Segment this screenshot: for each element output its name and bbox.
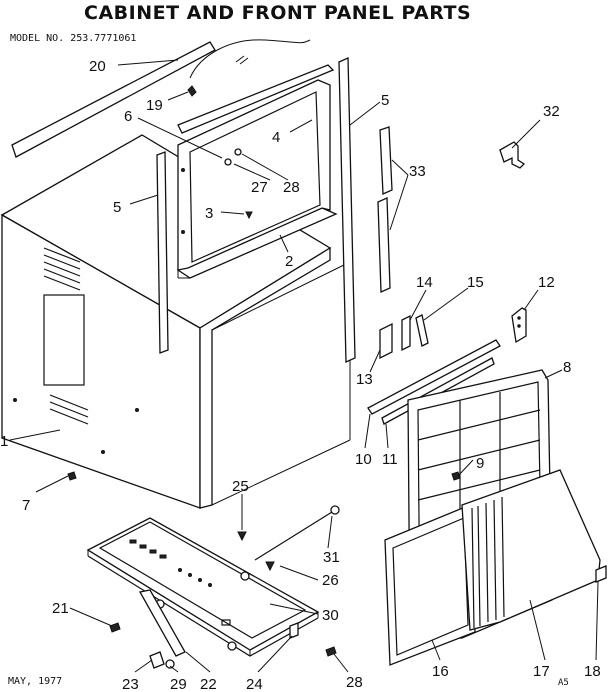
clip-14 [401, 314, 411, 352]
callout-32: 32 [543, 103, 560, 120]
front-cover-17 [461, 469, 607, 631]
callout-2: 2 [285, 253, 293, 270]
screw-7 [67, 471, 77, 481]
clip-24 [289, 622, 299, 639]
window-frame [177, 79, 331, 271]
callout-31: 31 [323, 549, 340, 566]
side-strip-right [338, 57, 356, 363]
screw-26 [265, 561, 275, 572]
callout-8: 8 [563, 359, 571, 376]
bracket-32 [499, 141, 526, 169]
callout-7: 7 [22, 497, 30, 514]
callout-1: 1 [0, 433, 8, 450]
callout-5-right: 5 [381, 92, 389, 109]
model-number: MODEL NO. 253.7771061 [10, 33, 137, 44]
callout-20: 20 [89, 58, 106, 75]
rod-31 [254, 511, 333, 561]
callout-27: 27 [251, 179, 268, 196]
leader-lines [9, 59, 599, 673]
callout-30: 30 [322, 607, 339, 624]
clip-13 [379, 322, 393, 360]
callout-3: 3 [205, 205, 213, 222]
page-code: A5 [558, 678, 569, 688]
callout-23: 23 [122, 676, 139, 692]
screw-28-lower [325, 646, 337, 657]
bar-10 [367, 339, 501, 415]
callout-26: 26 [322, 572, 339, 589]
rear-rail [11, 41, 216, 158]
callout-22: 22 [200, 676, 217, 692]
screw-9 [451, 471, 461, 481]
cord-plug [187, 85, 197, 97]
diagram-title: CABINET AND FRONT PANEL PARTS [84, 2, 472, 24]
filler-strip-upper [379, 126, 393, 195]
filler-strip-lower [377, 197, 391, 293]
callout-24: 24 [246, 676, 263, 692]
callout-4: 4 [272, 129, 280, 146]
callout-21: 21 [52, 600, 69, 617]
callout-33: 33 [409, 163, 426, 180]
callout-13: 13 [356, 371, 373, 388]
clip-15 [415, 314, 429, 347]
callout-29: 29 [170, 676, 187, 692]
callout-19: 19 [146, 97, 163, 114]
screw-25 [237, 531, 247, 542]
vent-slots-lower [49, 394, 89, 425]
callout-28-lower: 28 [346, 674, 363, 691]
callout-28-upper: 28 [283, 179, 300, 196]
callout-labels: 20 19 6 4 5 27 28 3 5 2 33 32 14 15 12 1… [0, 58, 601, 692]
top-rail [177, 64, 335, 134]
callout-11: 11 [382, 451, 398, 468]
screw-3 [245, 211, 253, 220]
callout-15: 15 [467, 274, 484, 291]
callout-10: 10 [355, 451, 372, 468]
front-panel-16 [384, 504, 476, 666]
control-slots [129, 539, 212, 587]
screw-28 [234, 148, 242, 156]
callout-17: 17 [533, 663, 550, 680]
callout-6: 6 [124, 108, 132, 125]
callout-5-left: 5 [113, 199, 121, 216]
support-leg [138, 589, 186, 669]
diagram-date: MAY, 1977 [8, 676, 63, 687]
callout-18: 18 [584, 663, 601, 680]
callout-12: 12 [538, 274, 555, 291]
callout-16: 16 [432, 663, 449, 680]
side-strip-left [156, 151, 169, 354]
vent-slots-upper [43, 247, 81, 291]
screw-27 [224, 158, 232, 166]
callout-25: 25 [232, 478, 249, 495]
callout-14: 14 [416, 274, 433, 291]
base-pan [86, 517, 320, 657]
power-cord [189, 39, 311, 79]
callout-9: 9 [476, 455, 484, 472]
screw-21 [109, 622, 121, 633]
